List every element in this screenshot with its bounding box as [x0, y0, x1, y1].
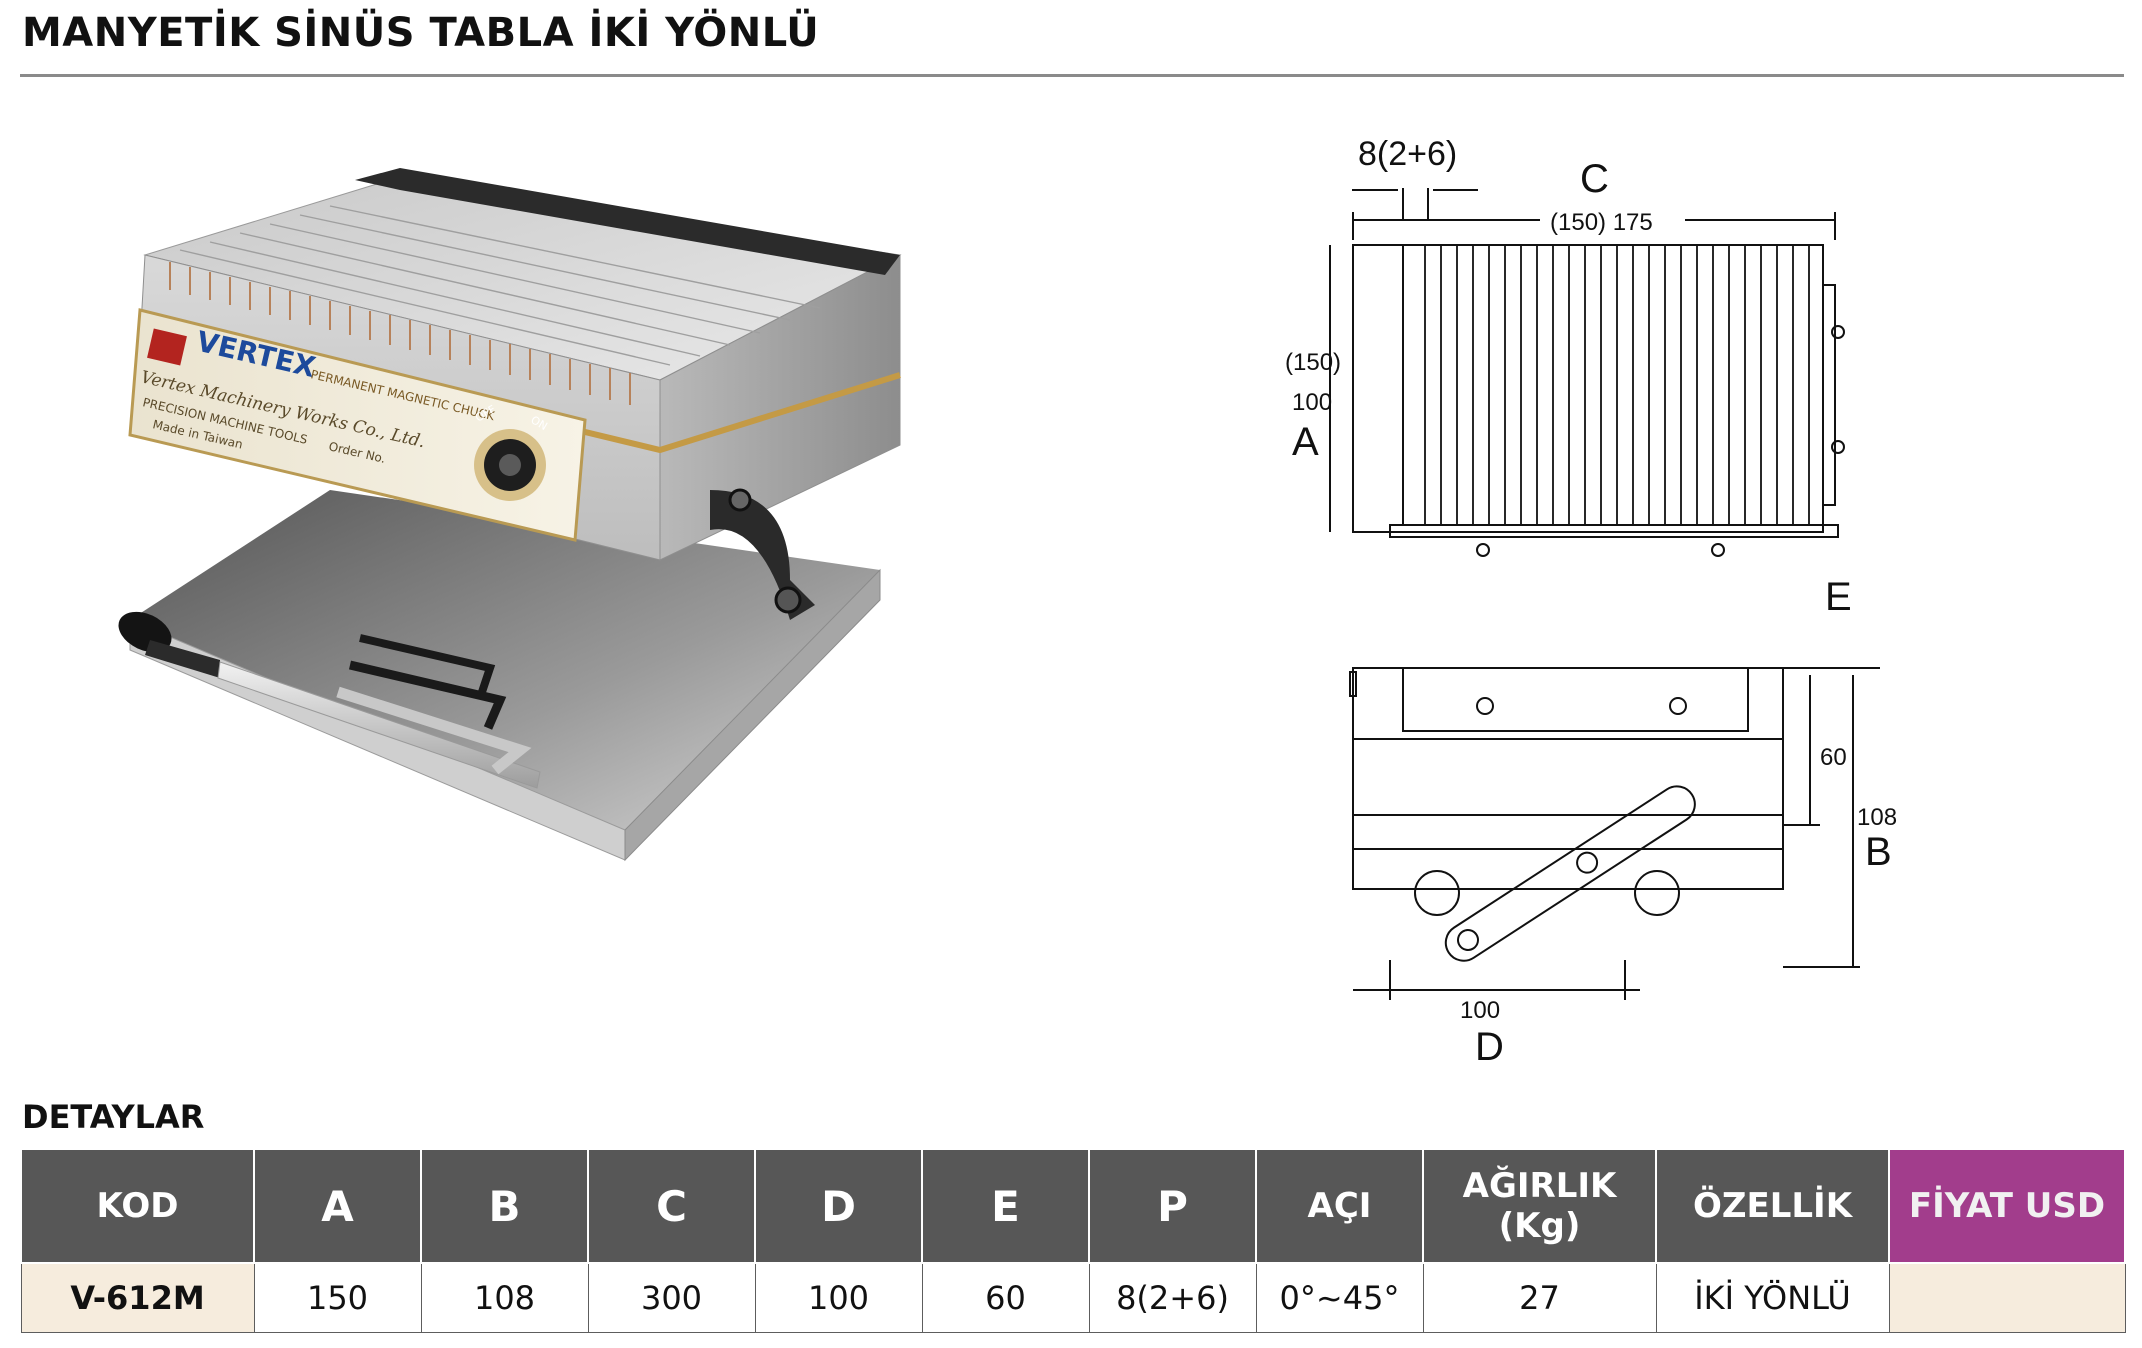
cell-d: 100: [754, 1262, 923, 1333]
top-view: [1329, 188, 1845, 557]
cell-agirlik: 27: [1422, 1262, 1657, 1333]
cell-fiyat: [1888, 1262, 2126, 1333]
cell-e: 60: [921, 1262, 1090, 1333]
d-letter: D: [1475, 1025, 1504, 1069]
c-dimension: (150) 175: [1550, 209, 1653, 236]
header-b: B: [420, 1148, 589, 1264]
b-letter: B: [1865, 830, 1892, 874]
title-divider: [20, 74, 2124, 77]
pitch-label: 8(2+6): [1358, 135, 1457, 173]
cell-a: 150: [253, 1262, 422, 1333]
c-letter: C: [1580, 157, 1609, 201]
header-fiyat: FİYAT USD: [1888, 1148, 2126, 1264]
cell-ozellik: İKİ YÖNLÜ: [1655, 1262, 1890, 1333]
a-dimension: 100: [1292, 389, 1332, 416]
cell-p: 8(2+6): [1088, 1262, 1257, 1333]
page-title: MANYETİK SİNÜS TABLA İKİ YÖNLÜ: [22, 10, 820, 56]
cell-kod: V-612M: [20, 1262, 255, 1333]
header-kod: KOD: [20, 1148, 255, 1264]
header-d: D: [754, 1148, 923, 1264]
product-photo: VERTEX PERMANENT MAGNETIC CHUCK Vertex M…: [118, 168, 902, 862]
b-dimension: 108: [1857, 804, 1897, 831]
table-header-row: KOD A B C D E P AÇI AĞIRLIK (Kg) ÖZELLİK…: [20, 1148, 2126, 1264]
table-row: V-612M 150 108 300 100 60 8(2+6) 0°~45° …: [20, 1262, 2126, 1333]
cell-aci: 0°~45°: [1255, 1262, 1424, 1333]
header-a: A: [253, 1148, 422, 1264]
a-dimension-paren: (150): [1285, 349, 1341, 376]
e-letter: E: [1825, 575, 1852, 619]
header-c: C: [587, 1148, 756, 1264]
details-table: KOD A B C D E P AÇI AĞIRLIK (Kg) ÖZELLİK…: [20, 1148, 2126, 1333]
header-aci: AÇI: [1255, 1148, 1424, 1264]
cell-b: 108: [420, 1262, 589, 1333]
d-dimension: 100: [1460, 997, 1500, 1024]
header-e: E: [921, 1148, 1090, 1264]
header-ozellik: ÖZELLİK: [1655, 1148, 1890, 1264]
header-p: P: [1088, 1148, 1257, 1264]
technical-drawing: 8(2+6) C (150) 175 (150) 100 A E 60 108 …: [1285, 135, 1897, 1069]
e-dimension: 60: [1820, 744, 1847, 771]
a-letter: A: [1292, 420, 1319, 464]
details-section-title: DETAYLAR: [22, 1098, 205, 1136]
cell-c: 300: [587, 1262, 756, 1333]
side-view: [1349, 667, 1880, 1000]
header-agirlik: AĞIRLIK (Kg): [1422, 1148, 1657, 1264]
